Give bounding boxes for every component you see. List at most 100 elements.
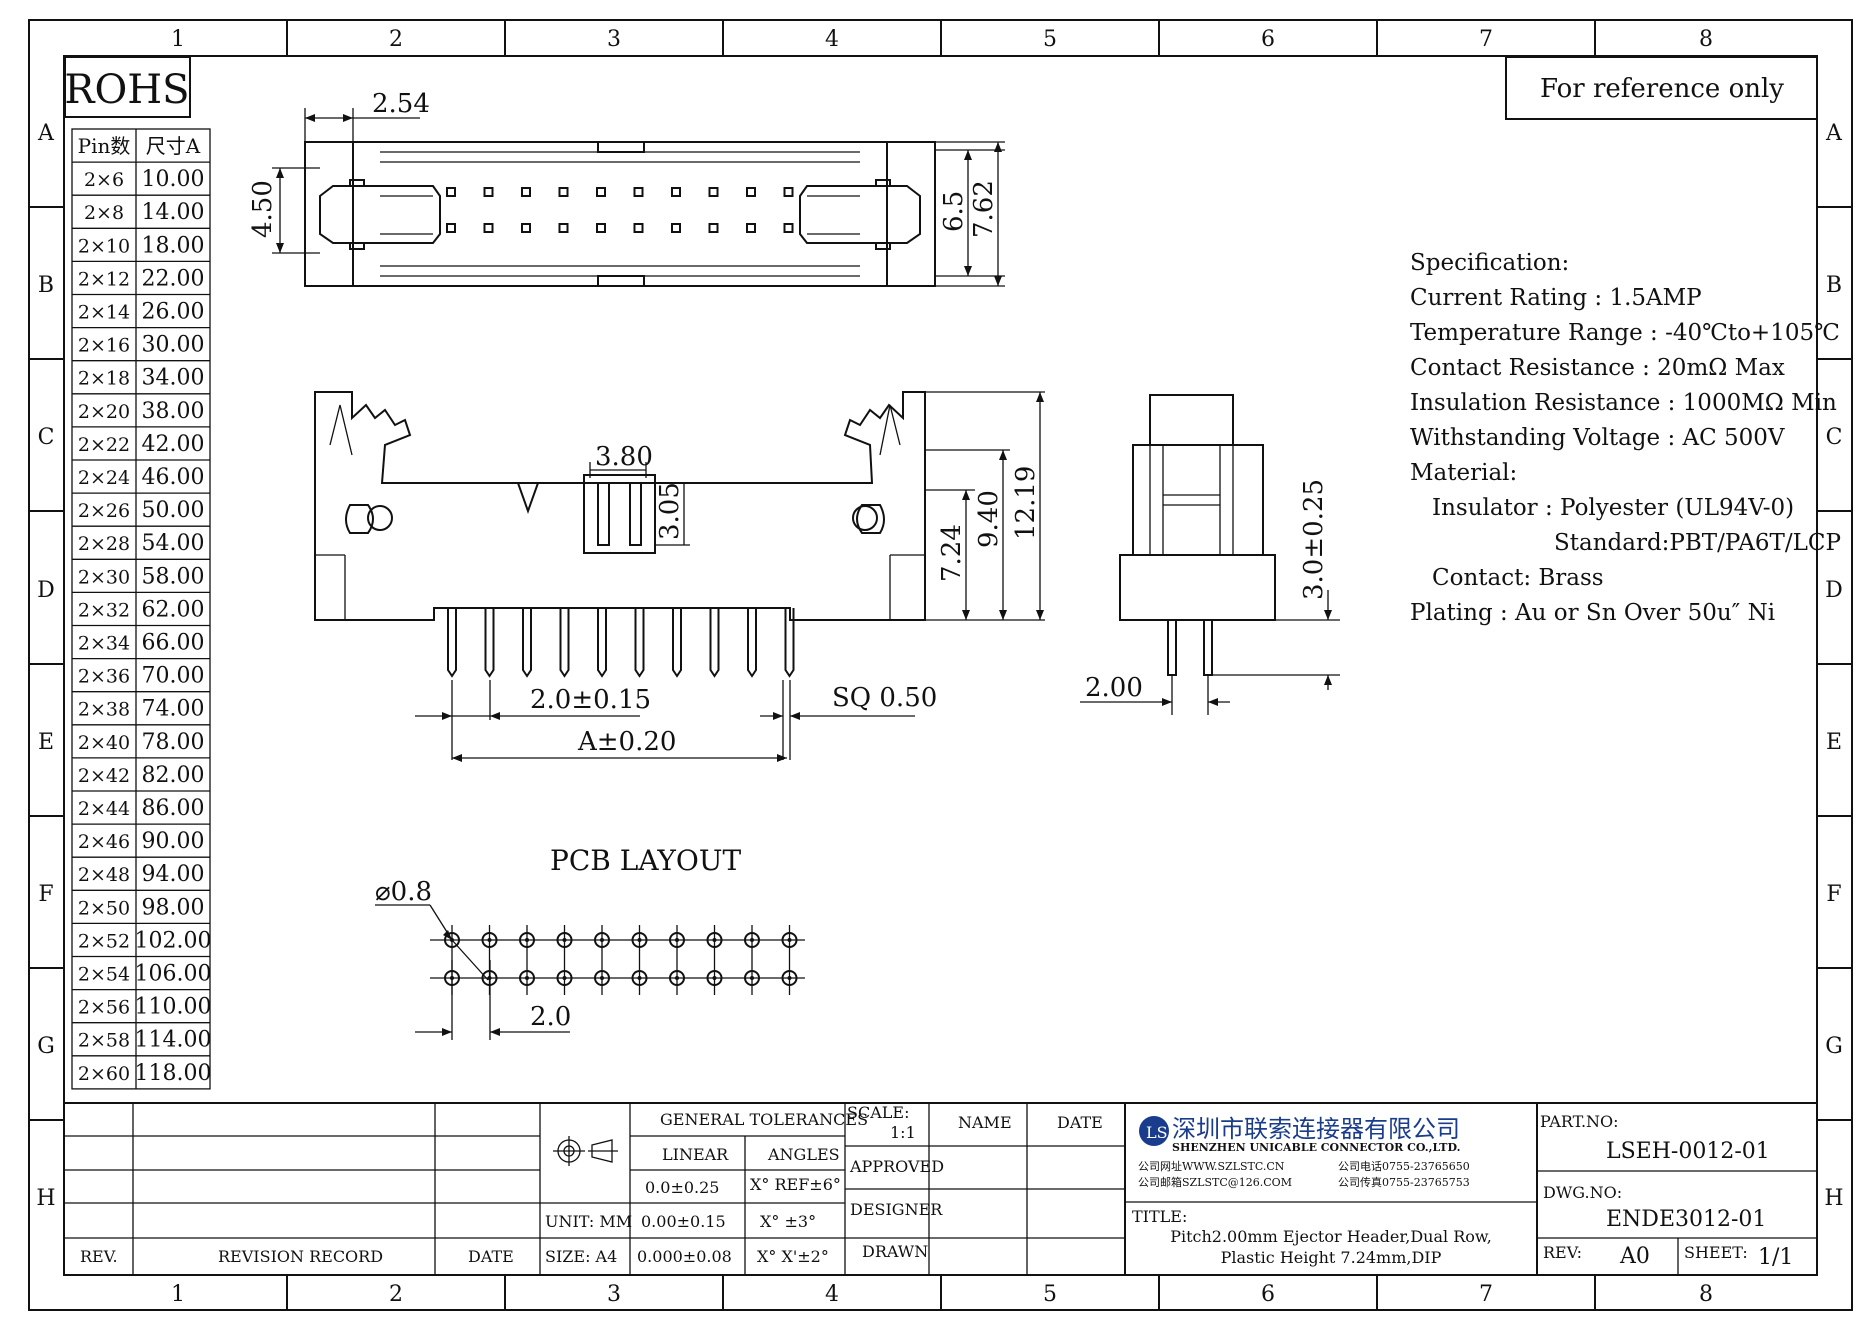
pcb-hole <box>744 970 760 986</box>
front-view-pin <box>634 608 645 678</box>
company-name-en: SHENZHEN UNICABLE CONNECTOR CO.,LTD. <box>1172 1141 1460 1154</box>
pin-table-dimension-a: 118.00 <box>135 1061 212 1086</box>
reference-note: For reference only <box>1540 74 1784 104</box>
angles-label: ANGLES <box>767 1145 840 1164</box>
pin-table-dimension-a: 102.00 <box>135 928 212 953</box>
row-label-b-left: B <box>38 273 54 298</box>
top-view-pin <box>746 223 756 233</box>
pin-table-pin-count: 2×40 <box>78 732 130 754</box>
row-label-a-right: A <box>1825 121 1843 146</box>
spec-line: Plating : Au or Sn Over 50u″ Ni <box>1410 600 1775 626</box>
pin-table-pin-count: 2×16 <box>78 335 130 357</box>
rohs-label: ROHS <box>64 67 189 113</box>
row-label-d-right: D <box>1825 578 1843 603</box>
pcb-layout <box>430 925 805 995</box>
projection-symbol-icon <box>553 1136 618 1166</box>
rev-label: REV. <box>80 1247 118 1266</box>
top-view-pin <box>633 187 644 197</box>
drawn-label: DRAWN <box>862 1242 928 1261</box>
row-label-e-right: E <box>1826 730 1842 755</box>
dim-height-9-40: 9.40 <box>974 490 1004 548</box>
pcb-hole <box>556 970 573 986</box>
dim-height-6-5: 6.5 <box>939 191 969 232</box>
pcb-hole <box>481 932 498 948</box>
dim-row-pitch: 2.00 <box>1085 673 1143 703</box>
pin-table-pin-count: 2×50 <box>78 897 130 919</box>
front-view <box>314 391 926 678</box>
pcb-hole <box>744 932 760 948</box>
front-view-pin <box>672 608 682 678</box>
top-view-pin <box>521 223 531 233</box>
col-label-8-bottom: 8 <box>1699 1282 1713 1307</box>
dim-pin-length: 3.0±0.25 <box>1299 479 1329 600</box>
tol-angles-2: X° ±3° <box>760 1212 816 1231</box>
front-view-pin <box>747 608 757 678</box>
spec-heading: Specification: <box>1410 250 1569 276</box>
row-label-h-right: H <box>1824 1186 1843 1211</box>
dim-height-7-24: 7.24 <box>937 524 967 582</box>
spec-line: Standard:PBT/PA6T/LCP <box>1554 530 1841 556</box>
dim-pitch-tolerance: 2.0±0.15 <box>530 685 651 715</box>
pcb-dimensions: ⌀0.8 2.0 <box>375 877 571 1040</box>
col-label-4-top: 4 <box>825 27 839 52</box>
front-view-pin <box>447 608 457 678</box>
rohs-box <box>64 56 191 118</box>
row-label-f-right: F <box>1826 882 1841 907</box>
pin-table-pin-count: 2×24 <box>78 467 130 489</box>
pin-table-dimension-a: 98.00 <box>142 895 205 920</box>
spec-line: Contact Resistance : 20mΩ Max <box>1410 355 1785 381</box>
pin-table-pin-count: 2×46 <box>78 831 130 853</box>
tol-linear-2: 0.00±0.15 <box>641 1212 726 1231</box>
part-no-label: PART.NO: <box>1540 1112 1619 1131</box>
pin-table-dimension-a: 106.00 <box>135 962 212 987</box>
pcb-hole <box>781 932 798 948</box>
pcb-hole <box>706 932 723 948</box>
spec-line: Temperature Range : -40℃to+105℃ <box>1410 320 1840 346</box>
front-view-pin <box>784 608 795 678</box>
tol-angles-1: X° REF±6° <box>750 1175 841 1194</box>
title-line-1: Pitch2.00mm Ejector Header,Dual Row, <box>1170 1227 1492 1246</box>
pin-table-pin-count: 2×10 <box>78 235 130 257</box>
dim-pitch-top: 2.54 <box>372 89 430 119</box>
pin-table-pin-count: 2×36 <box>78 666 130 688</box>
spec-line: Material: <box>1410 460 1517 486</box>
rev-block-label: REV: <box>1543 1243 1582 1262</box>
spec-line: Insulation Resistance : 1000MΩ Min <box>1410 390 1837 416</box>
pin-table-dimension-a: 66.00 <box>142 631 205 656</box>
svg-text:LS: LS <box>1146 1123 1168 1142</box>
title-block <box>64 1102 1817 1275</box>
pcb-hole <box>594 970 610 986</box>
col-label-6-bottom: 6 <box>1261 1282 1275 1307</box>
pin-table-pin-count: 2×20 <box>78 401 130 423</box>
dwg-no-value: ENDE3012-01 <box>1606 1207 1766 1232</box>
pin-table-dimension-a: 90.00 <box>142 829 205 854</box>
pin-table-pin-count: 2×58 <box>78 1030 130 1052</box>
reference-box <box>1505 56 1818 120</box>
pcb-hole <box>556 932 573 948</box>
row-label-c-left: C <box>38 425 55 450</box>
col-label-8-top: 8 <box>1699 27 1713 52</box>
pin-table-pin-count: 2×26 <box>78 500 130 522</box>
pcb-layout-title: PCB LAYOUT <box>550 844 741 877</box>
row-label-e-left: E <box>38 730 54 755</box>
col-label-2-top: 2 <box>389 27 403 52</box>
front-view-pins <box>447 608 795 678</box>
pin-table-dimension-a: 74.00 <box>142 697 205 722</box>
date-label: DATE <box>468 1247 514 1266</box>
col-label-1-bottom: 1 <box>171 1282 185 1307</box>
row-label-f-left: F <box>38 882 53 907</box>
pin-table-pin-count: 2×18 <box>78 368 130 390</box>
top-view-pin <box>521 187 531 197</box>
spec-line: Insulator : Polyester (UL94V-0) <box>1432 495 1794 521</box>
row-label-h-left: H <box>36 1186 55 1211</box>
pin-table-frame <box>71 128 211 1090</box>
company-block: LS 深圳市联索连接器有限公司 SHENZHEN UNICABLE CONNEC… <box>1132 1115 1492 1267</box>
rev-value: A0 <box>1619 1244 1650 1269</box>
tol-linear-3: 0.000±0.08 <box>637 1247 732 1266</box>
top-view-pin <box>708 187 719 197</box>
col-label-7-bottom: 7 <box>1479 1282 1493 1307</box>
title-line-2: Plastic Height 7.24mm,DIP <box>1221 1248 1442 1267</box>
pcb-hole <box>519 932 535 948</box>
